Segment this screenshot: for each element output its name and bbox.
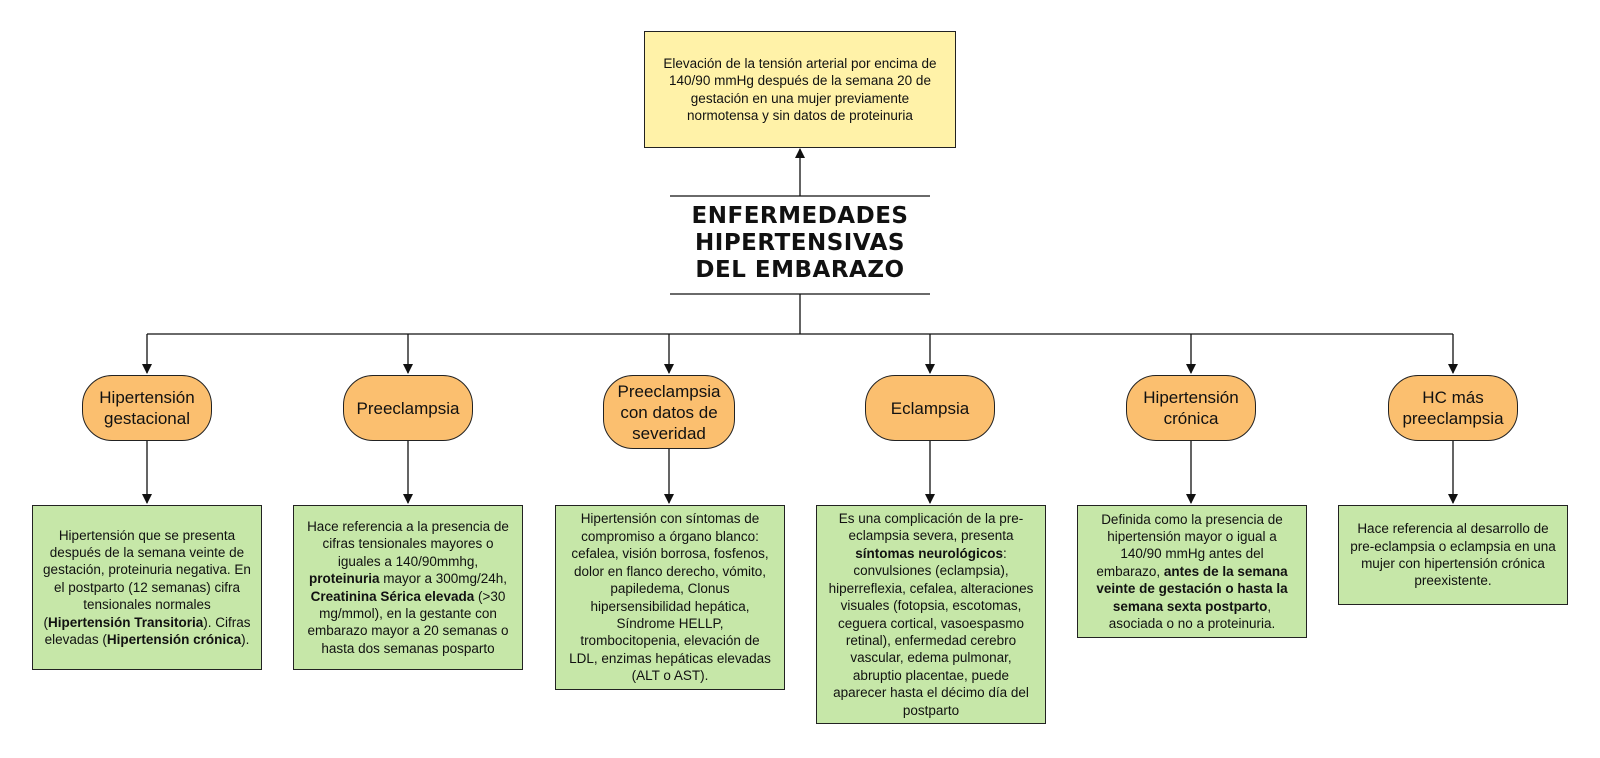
- description-segment: mayor a 300mg/24h,: [379, 571, 508, 587]
- category-node-preeclampsia-severidad: Preeclampsia con datos de severidad: [603, 375, 735, 449]
- diagram-title: ENFERMEDADES HIPERTENSIVAS DEL EMBARAZO: [670, 192, 930, 294]
- description-bold-segment: síntomas neurológicos: [855, 545, 1003, 561]
- category-node-preeclampsia: Preeclampsia: [343, 375, 473, 441]
- description-segment: Hipertensión que se presenta después de …: [43, 527, 251, 630]
- category-node-hipertension-gestacional: Hipertensión gestacional: [82, 375, 212, 441]
- title-line-1: ENFERMEDADES: [691, 202, 909, 229]
- description-segment: ). Cifras elevadas (: [44, 614, 251, 648]
- category-node-hc-mas-preeclampsia: HC más preeclampsia: [1388, 375, 1518, 441]
- description-segment: ).: [241, 632, 250, 648]
- definition-box: Elevación de la tensión arterial por enc…: [644, 31, 956, 148]
- description-bold-segment: Hipertensión Transitoria: [47, 614, 204, 630]
- category-label: Preeclampsia: [356, 398, 460, 418]
- description-box-hipertension-gestacional: Hipertensión que se presenta después de …: [32, 505, 262, 670]
- description-bold-segment: Hipertensión crónica: [106, 632, 242, 648]
- category-node-hipertension-cronica: Hipertensión crónica: [1126, 375, 1256, 441]
- description-box-eclampsia: Es una complicación de la pre-eclampsia …: [816, 505, 1046, 724]
- description-text: Es una complicación de la pre-eclampsia …: [827, 510, 1035, 719]
- description-text: Hipertensión con síntomas de compromiso …: [566, 510, 774, 684]
- description-bold-segment: antes de la semana veinte de gestación o…: [1096, 563, 1288, 614]
- description-bold-segment: proteinuria: [308, 571, 380, 587]
- description-segment: Hace referencia al desarrollo de pre-ecl…: [1350, 521, 1556, 589]
- description-box-hipertension-cronica: Definida como la presencia de hipertensi…: [1077, 505, 1307, 638]
- category-label: Hipertensión gestacional: [99, 388, 195, 428]
- category-label: Eclampsia: [890, 398, 970, 418]
- description-segment: Hipertensión con síntomas de compromiso …: [569, 511, 771, 684]
- title-line-2: HIPERTENSIVAS: [695, 229, 905, 256]
- description-segment: , asociada o no a proteinuria.: [1108, 598, 1276, 632]
- description-segment: (>30 mg/mmol), en la gestante con embara…: [307, 588, 509, 656]
- title-line-3: DEL EMBARAZO: [695, 256, 905, 283]
- description-box-preeclampsia: Hace referencia a la presencia de cifras…: [293, 505, 523, 670]
- description-box-preeclampsia-severidad: Hipertensión con síntomas de compromiso …: [555, 505, 785, 690]
- definition-text: Elevación de la tensión arterial por enc…: [663, 55, 937, 123]
- category-label: HC más preeclampsia: [1402, 388, 1504, 428]
- category-node-eclampsia: Eclampsia: [865, 375, 995, 441]
- description-text: Hace referencia al desarrollo de pre-ecl…: [1349, 520, 1557, 590]
- description-text: Definida como la presencia de hipertensi…: [1088, 511, 1296, 633]
- category-label: Preeclampsia con datos de severidad: [617, 381, 721, 443]
- description-box-hc-mas-preeclampsia: Hace referencia al desarrollo de pre-ecl…: [1338, 505, 1568, 605]
- category-label: Hipertensión crónica: [1143, 388, 1239, 428]
- description-text: Hipertensión que se presenta después de …: [43, 527, 251, 649]
- description-segment: : convulsiones (eclampsia), hiperreflexi…: [828, 545, 1034, 718]
- description-segment: Es una complicación de la pre-eclampsia …: [838, 511, 1024, 544]
- description-text: Hace referencia a la presencia de cifras…: [304, 518, 512, 657]
- description-bold-segment: Creatinina Sérica elevada: [310, 588, 475, 604]
- description-segment: Hace referencia a la presencia de cifras…: [307, 518, 509, 569]
- description-segment: Definida como la presencia de hipertensi…: [1096, 511, 1283, 579]
